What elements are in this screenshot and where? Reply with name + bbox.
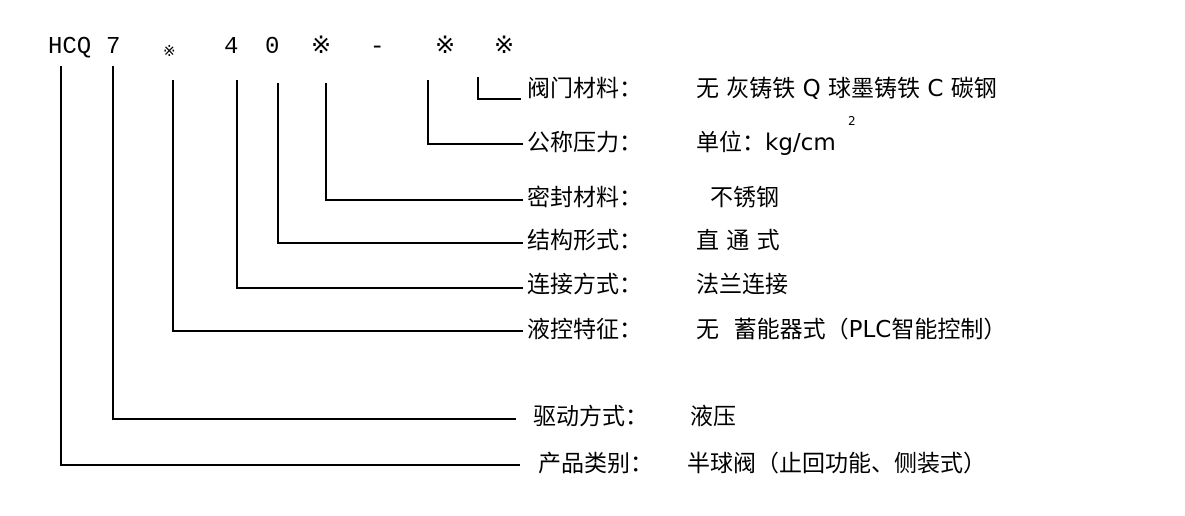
code-drive: 7 xyxy=(106,34,121,61)
code-structure: 0 xyxy=(265,34,280,61)
label-seal-material: 密封材料： xyxy=(527,185,642,211)
code-prefix: HCQ xyxy=(48,34,92,61)
value-hydraulic-feature: 无 蓄能器式（PLC智能控制） xyxy=(696,317,1007,343)
label-nominal-pressure: 公称压力： xyxy=(527,130,642,156)
value-drive-type: 液压 xyxy=(690,404,736,430)
value-connection-type: 法兰连接 xyxy=(696,272,788,298)
label-drive-type: 驱动方式： xyxy=(533,404,648,430)
value-seal-material: 不锈钢 xyxy=(710,185,779,211)
code-seal: ※ xyxy=(311,31,332,59)
value-structure-type: 直 通 式 xyxy=(696,228,780,254)
code-connection: 4 xyxy=(224,34,239,61)
value-product-category: 半球阀（止回功能、侧装式） xyxy=(687,451,986,477)
code-material: ※ xyxy=(494,31,515,59)
label-valve-material: 阀门材料： xyxy=(527,76,642,102)
value-nominal-pressure-superscript: 2 xyxy=(848,114,856,128)
code-hydraulic: ※ xyxy=(163,42,176,60)
value-nominal-pressure: 单位：kg/cm xyxy=(696,130,836,156)
label-hydraulic-feature: 液控特征： xyxy=(527,317,642,343)
label-connection-type: 连接方式： xyxy=(527,272,642,298)
label-product-category: 产品类别： xyxy=(538,451,653,477)
label-structure-type: 结构形式： xyxy=(527,228,642,254)
code-dash: - xyxy=(370,34,385,61)
value-valve-material: 无 灰铸铁 Q 球墨铸铁 C 碳钢 xyxy=(696,76,997,102)
code-pressure: ※ xyxy=(435,31,456,59)
